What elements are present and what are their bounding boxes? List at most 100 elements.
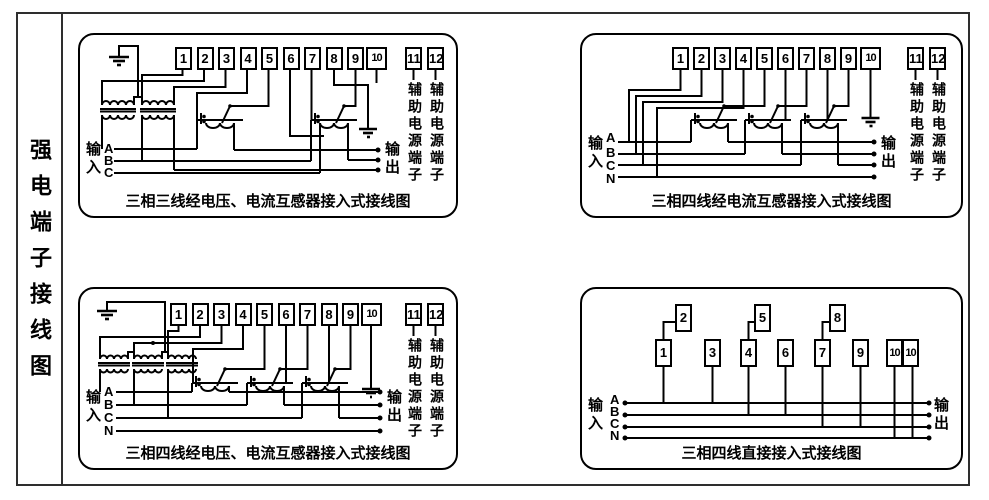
voltage-transformer-icon [100, 96, 176, 170]
terminal-wires [101, 70, 437, 137]
aux-terminal-box: 11 [907, 47, 924, 70]
terminal-box: 5 [754, 304, 771, 332]
phase-label: C [610, 416, 620, 431]
aux-terminal-box: 11 [405, 47, 422, 70]
aux-power-terminal-label: 辅助电源端子 [407, 338, 423, 440]
terminal-box: 7 [304, 47, 321, 70]
terminal-box: 5 [256, 303, 273, 326]
sheet-title: 强电端子接线图 [27, 138, 52, 390]
phase-label: C [104, 165, 114, 180]
phase-label: B [606, 145, 616, 160]
output-label: 输出 [879, 135, 896, 171]
current-transformer-icon [192, 367, 238, 392]
input-label: 输入 [84, 141, 101, 177]
output-lines [174, 123, 381, 173]
aux-power-terminal-label: 辅助电源端子 [407, 82, 423, 184]
input-label: 输入 [586, 135, 603, 171]
output-label: 输出 [385, 389, 402, 425]
phase-label: C [104, 410, 114, 425]
terminal-box: 5 [261, 47, 278, 70]
terminal-box: 1 [170, 303, 187, 326]
terminal-box: 2 [191, 303, 209, 326]
output-label: 输出 [383, 141, 400, 177]
phase-label: N [606, 171, 616, 186]
aux-terminal-box: 12 [427, 47, 444, 70]
terminal-box: 10 [366, 47, 387, 70]
sheet-border [16, 12, 970, 486]
phase-label: N [104, 423, 114, 438]
output-label: 输出 [932, 397, 949, 433]
panel-three-phase-three-wire-pt-ct: 1 2 3 4 5 6 7 8 9 10 11 12 辅助电源端子 辅助电源端子… [78, 33, 458, 218]
phase-label: N [610, 428, 620, 443]
terminal-box: 9 [840, 47, 857, 70]
phase-label: B [610, 404, 620, 419]
terminal-box: 8 [819, 47, 836, 70]
phase-label: A [606, 130, 616, 145]
terminal-box: 1 [175, 47, 192, 70]
output-lines [228, 386, 383, 434]
voltage-transformer-icon [98, 351, 198, 418]
terminal-box: 9 [347, 47, 364, 70]
terminal-box: 7 [299, 303, 316, 326]
current-transformer-icon [311, 104, 357, 129]
terminal-box: 2 [675, 304, 692, 332]
terminal-box: 3 [714, 47, 731, 70]
terminal-box: 3 [704, 339, 721, 367]
input-lines [116, 383, 380, 432]
terminal-box: 7 [798, 47, 815, 70]
current-transformer-icon [691, 104, 737, 129]
aux-power-terminal-label: 辅助电源端子 [909, 82, 925, 184]
input-label: 输入 [84, 389, 101, 425]
panel-three-phase-four-wire-pt-ct: 1 2 3 4 5 6 7 8 9 10 11 12 辅助电源端子 辅助电源端子… [78, 287, 458, 470]
phase-label: A [104, 384, 114, 399]
terminal-box: 4 [234, 303, 252, 326]
phase-label: C [606, 158, 616, 173]
terminal-box: 3 [213, 303, 230, 326]
wiring-lines [100, 45, 437, 174]
input-lines [114, 120, 321, 174]
terminal-box: 7 [814, 339, 831, 367]
terminal-box: 8 [325, 47, 343, 70]
aux-terminal-box: 11 [405, 303, 422, 326]
terminal-wires [99, 326, 437, 383]
terminal-box: 9 [342, 303, 359, 326]
terminal-box: 6 [777, 47, 794, 70]
panel-caption: 三相三线经电压、电流互感器接入式接线图 [125, 193, 411, 210]
current-transformer-icon [801, 104, 847, 129]
ground-icon [362, 383, 380, 399]
panel-caption: 三相四线经电流互感器接入式接线图 [651, 193, 892, 210]
terminal-box: 4 [740, 339, 757, 367]
phase-label: A [104, 141, 114, 156]
input-lines [618, 120, 874, 178]
current-transformer-icon [302, 367, 348, 392]
phase-label: B [104, 153, 114, 168]
terminal-box: 10 [902, 339, 919, 367]
ground-icon [109, 45, 139, 97]
aux-terminal-box: 12 [427, 303, 444, 326]
terminal-box: 4 [239, 47, 257, 70]
terminal-box: 3 [218, 47, 235, 70]
terminal-box: 8 [320, 303, 338, 326]
ground-icon [97, 301, 166, 352]
aux-terminal-box: 12 [929, 47, 946, 70]
panel-three-phase-four-wire-direct: 1 2 3 4 5 6 7 8 9 10 10 输入 输出 A B C N 三相… [580, 287, 963, 470]
panel-caption: 三相四线直接接入式接线图 [681, 445, 862, 462]
terminal-box: 2 [693, 47, 710, 70]
terminal-box: 4 [735, 47, 752, 70]
wiring-lines [97, 301, 437, 434]
terminal-box: 10 [361, 303, 382, 326]
phase-lines [622, 400, 932, 441]
terminal-box: 8 [829, 304, 846, 332]
wiring-lines [618, 70, 939, 180]
panel-three-phase-four-wire-ct: 1 2 3 4 5 6 7 8 9 10 11 12 辅助电源端子 辅助电源端子… [580, 33, 963, 218]
phase-label: B [104, 397, 114, 412]
ground-icon [359, 106, 377, 139]
output-lines [727, 123, 877, 180]
aux-power-terminal-label: 辅助电源端子 [931, 82, 947, 184]
sidebar-divider [61, 12, 63, 486]
terminal-box: 6 [282, 47, 300, 70]
aux-power-terminal-label: 辅助电源端子 [429, 338, 445, 440]
terminal-box: 1 [672, 47, 689, 70]
terminal-box: 5 [756, 47, 773, 70]
